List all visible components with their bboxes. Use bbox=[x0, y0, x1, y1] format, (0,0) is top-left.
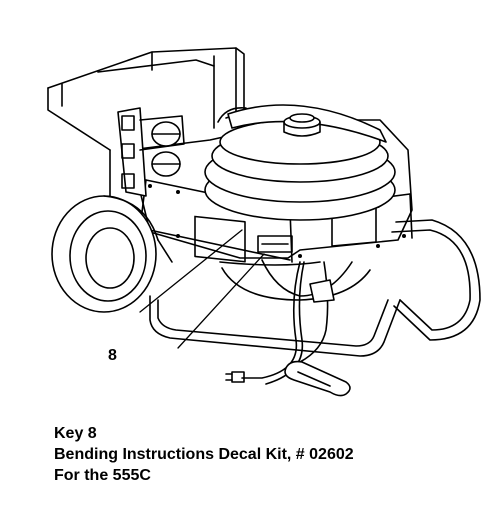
caption-part-description: Bending Instructions Decal Kit, # 02602 bbox=[54, 446, 354, 463]
caption-model: For the 555C bbox=[54, 467, 151, 484]
bending-shoe bbox=[204, 104, 396, 221]
caption: Key 8 Bending Instructions Decal Kit, # … bbox=[54, 423, 354, 486]
pipe-bender-illustration bbox=[47, 47, 481, 397]
caption-key: Key 8 bbox=[54, 425, 97, 442]
control-box bbox=[257, 235, 293, 253]
power-plug bbox=[231, 371, 245, 383]
pendant-control bbox=[284, 261, 351, 397]
wheel bbox=[51, 195, 173, 313]
front-handle bbox=[391, 219, 481, 341]
roller-bracket bbox=[117, 107, 185, 197]
callout-number: 8 bbox=[108, 347, 117, 364]
callout-leader-lines bbox=[139, 229, 265, 349]
decal-panel-left bbox=[194, 215, 246, 263]
